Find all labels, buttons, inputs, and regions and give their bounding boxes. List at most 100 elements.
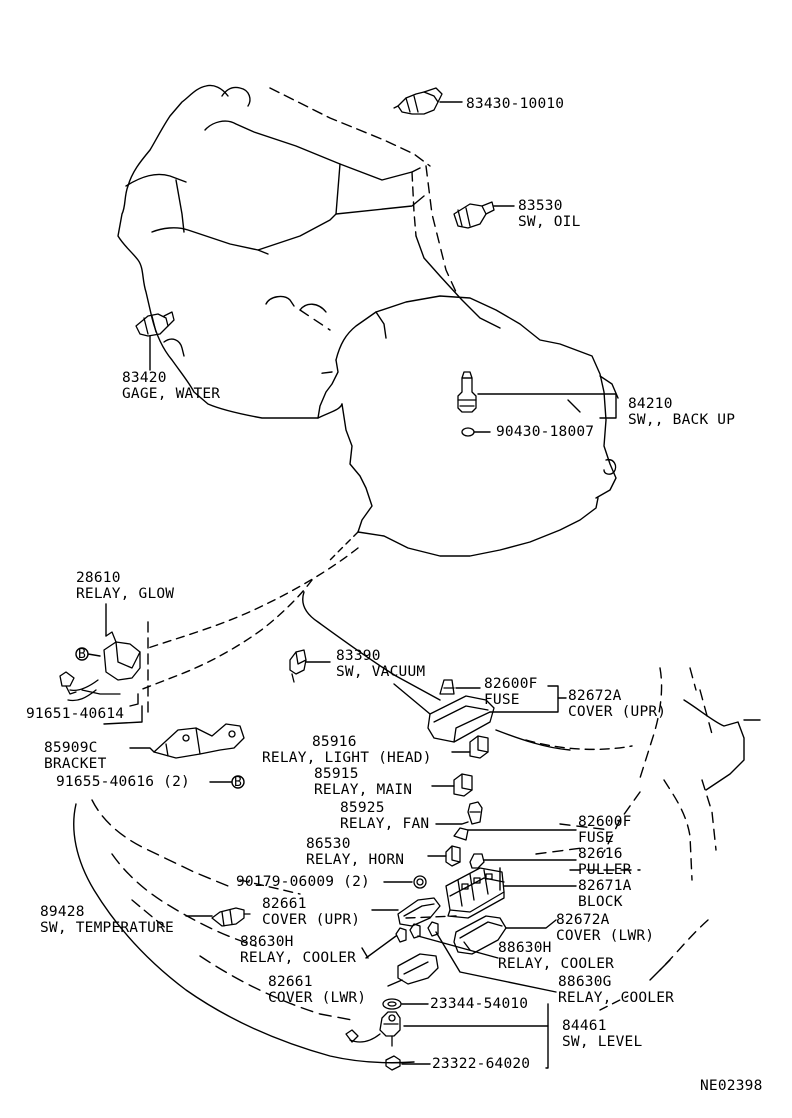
engine-outline — [117, 84, 619, 561]
label-82616-number: 82616 — [578, 846, 623, 862]
marker-b-label: B — [78, 647, 87, 662]
leader-84210 — [477, 393, 617, 419]
marker-b-label: B — [234, 775, 243, 790]
glow-relay-icon — [59, 631, 141, 702]
leader-b — [87, 653, 101, 657]
label-23322-number: 23322-64020 — [432, 1056, 531, 1072]
level-switch-icon — [345, 1011, 401, 1047]
puller-icon — [469, 853, 485, 869]
vacuum-switch-icon — [289, 649, 307, 683]
label-82661-lwr-name: COVER (LWR) — [268, 990, 367, 1006]
cover-lower-82672a-icon — [453, 915, 507, 955]
label-82661-upr-number: 82661 — [262, 896, 307, 912]
label-82600f-a-name: FUSE — [484, 692, 520, 708]
label-84461-name: SW, LEVEL — [562, 1034, 643, 1050]
diagram-code: NE02398 — [700, 1078, 763, 1094]
main-relay-icon — [453, 773, 473, 797]
label-91655-number: 91655-40616 (2) — [56, 774, 190, 790]
headlight-relay-icon — [469, 735, 489, 759]
leader-91651 — [129, 693, 139, 707]
label-84461-number: 84461 — [562, 1018, 607, 1034]
label-85916-number: 85916 — [312, 734, 357, 750]
label-90179-number: 90179-06009 (2) — [236, 874, 370, 890]
label-91651-number: 91651-40614 — [26, 706, 125, 722]
label-88630g-name: RELAY, COOLER — [558, 990, 675, 1006]
label-85915-name: RELAY, MAIN — [314, 782, 413, 798]
label-82616-name: PULLER — [578, 862, 632, 878]
label-85916-name: RELAY, LIGHT (HEAD) — [262, 750, 432, 766]
relay-block-icon — [445, 867, 505, 919]
label-83530-number: 83530 — [518, 198, 563, 214]
oil-switch-icon — [453, 201, 495, 229]
cover-upper-82672a-icon — [427, 695, 495, 743]
label-88630h-a-name: RELAY, COOLER — [240, 950, 357, 966]
label-84210-name: SW,, BACK UP — [628, 412, 736, 428]
label-88630g-number: 88630G — [558, 974, 612, 990]
leader-88630h-b — [417, 935, 499, 959]
label-89428-number: 89428 — [40, 904, 85, 920]
body-outline — [103, 547, 761, 1011]
grommet-23344-icon — [382, 998, 402, 1010]
label-88630h-b-number: 88630H — [498, 940, 552, 956]
label-85909c-number: 85909C — [44, 740, 98, 756]
label-85925-number: 85925 — [340, 800, 385, 816]
cooler-relay-h-a-icon — [395, 927, 407, 943]
label-86530-number: 86530 — [306, 836, 351, 852]
label-82600f-b-number: 82600F — [578, 814, 632, 830]
cooler-relay-g-icon — [427, 921, 439, 937]
label-82672a-b-number: 82672A — [556, 912, 610, 928]
label-85909c-name: BRACKET — [44, 756, 107, 772]
fuse-lower-icon — [453, 827, 469, 841]
nut-90179-icon — [413, 875, 427, 889]
water-gage-icon — [135, 311, 175, 337]
label-86530-name: RELAY, HORN — [306, 852, 405, 868]
leader-88630h-a — [365, 935, 397, 959]
sensor-83430-icon — [393, 87, 443, 115]
bumper-lines — [73, 799, 457, 1064]
leader-82672a-b — [505, 919, 557, 929]
temperature-switch-icon — [211, 907, 251, 927]
bolt-23322-icon — [385, 1055, 401, 1071]
label-90430-number: 90430-18007 — [496, 424, 595, 440]
leader-82661-lwr — [387, 979, 403, 987]
engine-hidden-lines — [299, 165, 457, 375]
label-88630h-a-number: 88630H — [240, 934, 294, 950]
leader-misc — [361, 947, 369, 959]
label-28610-number: 28610 — [76, 570, 121, 586]
label-82672a-a-name: COVER (UPR) — [568, 704, 667, 720]
leader-82672a-a — [489, 685, 559, 713]
leader-84461 — [403, 1025, 549, 1069]
label-83530-name: SW, OIL — [518, 214, 581, 230]
label-83390-number: 83390 — [336, 648, 381, 664]
label-88630h-b-name: RELAY, COOLER — [498, 956, 615, 972]
label-82600f-b-name: FUSE — [578, 830, 614, 846]
fan-relay-icon — [467, 801, 483, 825]
horn-relay-icon — [445, 845, 461, 867]
label-83430-number: 83430-10010 — [466, 96, 565, 112]
leader-88630g — [435, 931, 557, 993]
label-82671a-name: BLOCK — [578, 894, 623, 910]
label-85925-name: RELAY, FAN — [340, 816, 430, 832]
leader-85925 — [435, 821, 469, 825]
label-82661-lwr-number: 82661 — [268, 974, 313, 990]
label-82672a-b-name: COVER (LWR) — [556, 928, 655, 944]
label-82661-upr-name: COVER (UPR) — [262, 912, 361, 928]
label-23344-number: 23344-54010 — [430, 996, 529, 1012]
label-28610-name: RELAY, GLOW — [76, 586, 175, 602]
label-84210-number: 84210 — [628, 396, 673, 412]
cover-upper-82661-icon — [397, 897, 441, 927]
leader-83390-body — [393, 683, 431, 715]
cooler-relay-h-b-icon — [409, 923, 421, 939]
leader-85909c — [129, 747, 155, 753]
cover-lower-82661-icon — [397, 953, 439, 985]
label-83390-name: SW, VACUUM — [336, 664, 426, 680]
fuse-top-icon — [439, 679, 455, 695]
label-83420-name: GAGE, WATER — [122, 386, 221, 402]
label-83420-number: 83420 — [122, 370, 167, 386]
label-82671a-number: 82671A — [578, 878, 632, 894]
backup-switch-icon — [457, 371, 477, 437]
label-82600f-a-number: 82600F — [484, 676, 538, 692]
label-82672a-a-number: 82672A — [568, 688, 622, 704]
